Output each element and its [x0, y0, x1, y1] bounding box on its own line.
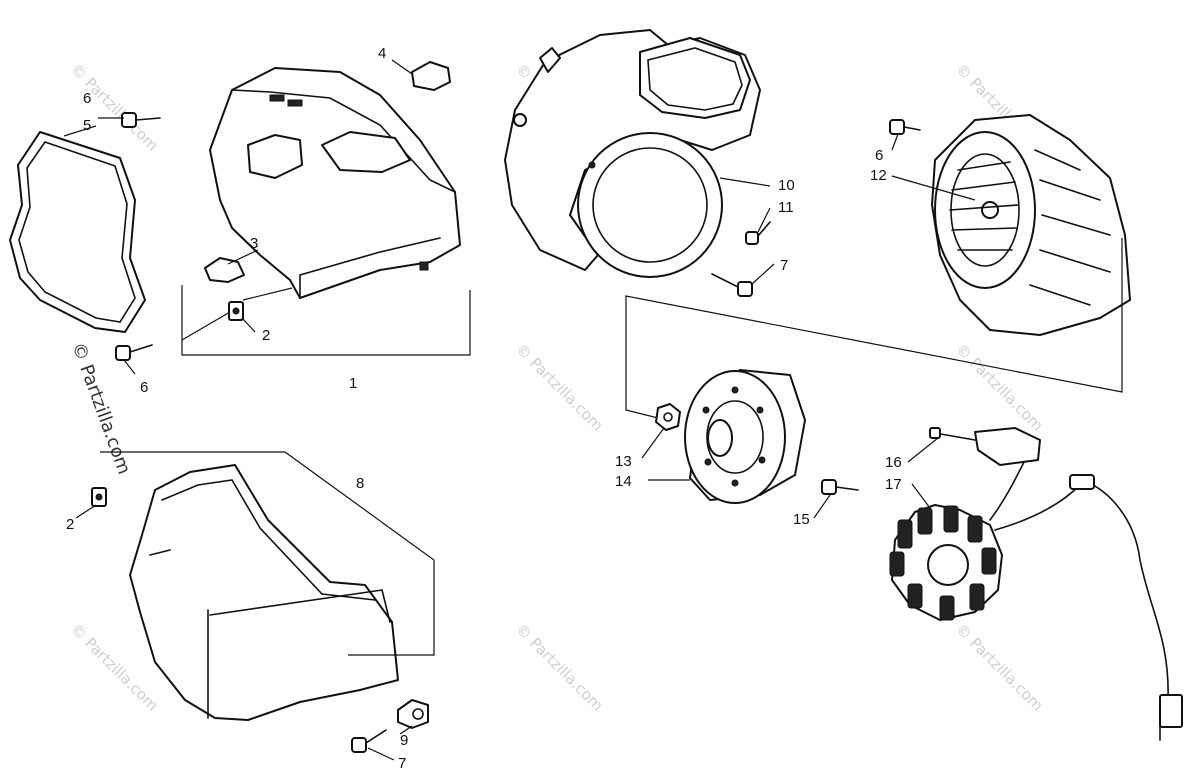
bolt-part-7-upper	[711, 273, 753, 297]
callout-2-upper: 2	[262, 327, 270, 344]
callout-6-top: 6	[83, 90, 91, 107]
clamp-part-9	[397, 699, 429, 729]
bolt-part-15	[821, 479, 859, 495]
bolt-part-6-left	[115, 344, 153, 361]
callout-13: 13	[615, 453, 632, 470]
callout-9: 9	[400, 732, 408, 749]
callout-6-left: 6	[140, 379, 148, 396]
callout-4: 4	[378, 45, 386, 62]
cap-part-4	[411, 61, 451, 91]
nut-clip-lower	[91, 487, 107, 507]
callout-14: 14	[615, 473, 632, 490]
callout-2-lower: 2	[66, 516, 74, 533]
callout-1: 1	[349, 375, 357, 392]
callout-7-upper: 7	[780, 257, 788, 274]
wiring-harness	[989, 459, 1183, 741]
callout-10: 10	[778, 177, 795, 194]
callout-17: 17	[885, 476, 902, 493]
watermark: © Partzilla.com	[512, 340, 607, 435]
watermark: © Partzilla.com	[67, 60, 162, 155]
callout-15: 15	[793, 511, 810, 528]
callout-12: 12	[870, 167, 887, 184]
bracket-group-12	[625, 238, 1123, 419]
bolt-part-6-top	[121, 112, 161, 128]
upper-cooling-housing	[209, 67, 461, 299]
bracket-group-8	[100, 451, 435, 656]
callout-16: 16	[885, 454, 902, 471]
screw-part-11	[745, 221, 771, 245]
clip-part-3	[204, 257, 245, 283]
stator	[889, 504, 1003, 621]
pickup-sensor-16	[929, 427, 1041, 466]
watermark: © Partzilla.com	[952, 340, 1047, 435]
bracket-group-1	[181, 285, 471, 356]
cover-plate-gasket	[9, 131, 146, 333]
nut-part-13	[655, 403, 681, 431]
nut-clip-upper	[228, 301, 244, 321]
leader-lines	[63, 59, 976, 761]
callouts: 1 2 2 3 4 5 6 6 6 7 7 8 9 10 11 12 13 14…	[66, 45, 902, 772]
watermark: © Partzilla.com	[952, 620, 1047, 715]
callout-5: 5	[83, 117, 91, 134]
lower-cooling-housing	[129, 464, 399, 721]
callout-6-fan: 6	[875, 147, 883, 164]
cooling-fan	[931, 114, 1131, 336]
callout-7-lower: 7	[398, 755, 406, 772]
fan-shroud	[504, 29, 761, 278]
flywheel	[684, 369, 806, 504]
bolt-part-7-lower	[351, 729, 387, 753]
callout-3: 3	[250, 235, 258, 252]
watermark: © Partzilla.com	[512, 620, 607, 715]
callout-8: 8	[356, 475, 364, 492]
bolt-part-6-fan	[889, 119, 921, 135]
callout-11: 11	[778, 199, 794, 216]
